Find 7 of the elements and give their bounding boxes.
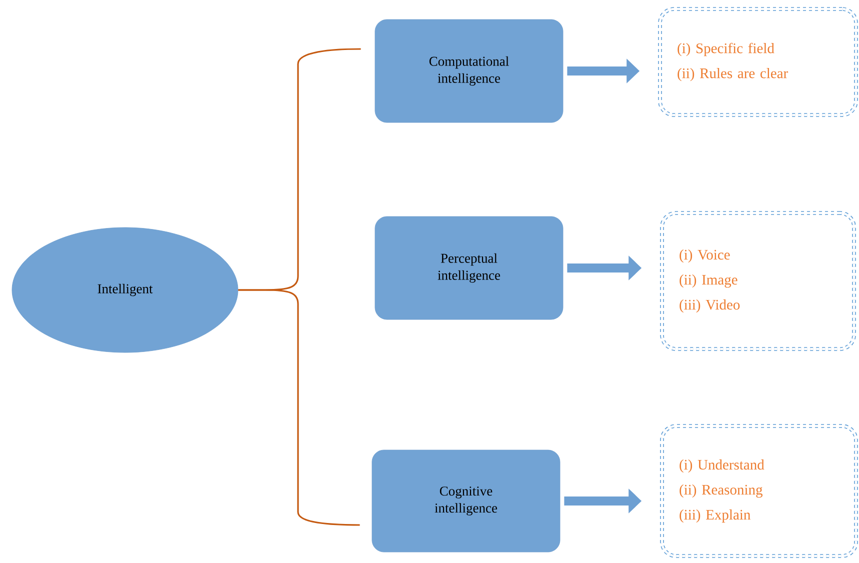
item-list-box: (i) Voice (ii) Image (iii) Video xyxy=(660,211,856,351)
item-list-box: (i) Specific field (ii) Rules are clear xyxy=(658,7,858,117)
item-list-box: (i) Understand (ii) Reasoning (iii) Explain xyxy=(660,424,858,558)
category-box: Computational intelligence xyxy=(374,19,564,123)
category-box: Perceptual intelligence xyxy=(374,216,564,320)
category-box: Cognitive intelligence xyxy=(372,450,560,552)
brace-connector xyxy=(238,289,360,526)
